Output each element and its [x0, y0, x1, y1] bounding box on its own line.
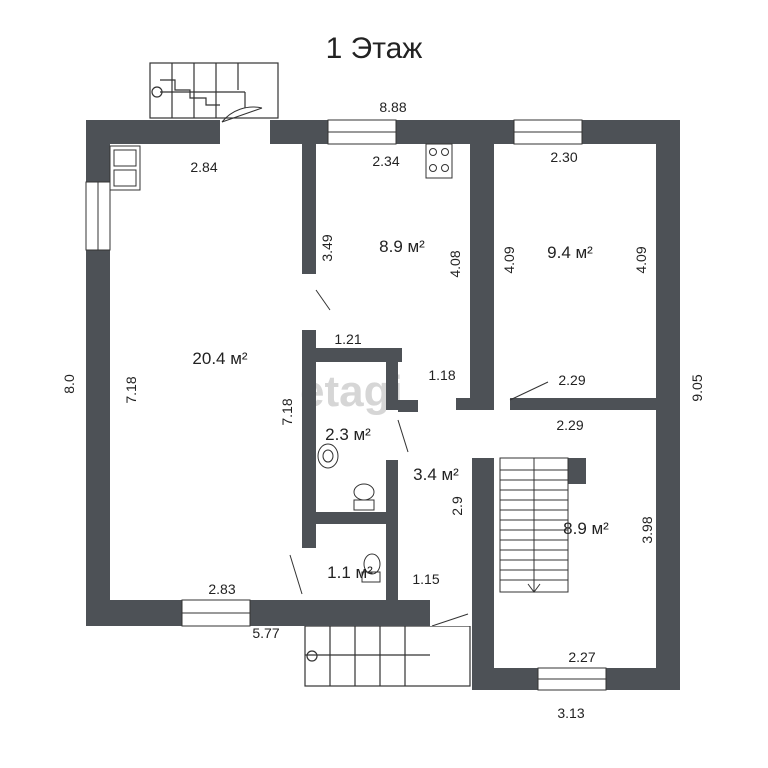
dim-living-side: 7.18 [123, 376, 139, 403]
interior-staircase [499, 457, 569, 593]
dim-kitchen-top: 2.34 [372, 153, 399, 169]
dim-stair-top: 2.29 [556, 417, 583, 433]
doors [220, 106, 549, 627]
stove-icon [425, 143, 453, 179]
washbasin-icon [317, 443, 339, 469]
dim-room2-top: 2.30 [550, 149, 577, 165]
dim-right-total: 9.05 [689, 374, 705, 401]
dim-hall-bottom: 1.15 [412, 571, 439, 587]
dim-stair-bottom: 2.27 [568, 649, 595, 665]
area-kitchen: 8.9 м² [379, 237, 425, 256]
area-living: 20.4 м² [192, 349, 247, 368]
dim-room2-right: 4.09 [633, 246, 649, 273]
dim-kitchen-bottom: 1.21 [334, 331, 361, 347]
dimension-labels: 8.88 8.0 9.05 5.77 3.13 2.84 7.18 7.18 2… [61, 99, 705, 721]
dim-top-total: 8.88 [379, 99, 406, 115]
dim-room2-left: 4.09 [501, 246, 517, 273]
entrance-stairs-top [149, 62, 279, 119]
dim-hall-top: 1.18 [428, 367, 455, 383]
area-wc: 1.1 м² [327, 563, 373, 582]
dim-kitchen-right: 4.08 [447, 250, 463, 277]
dim-left-total: 8.0 [61, 374, 77, 394]
dim-living-top: 2.84 [190, 159, 217, 175]
toilet-icon [353, 483, 375, 501]
sink-icon [109, 145, 141, 191]
room-areas: 20.4 м² 8.9 м² 9.4 м² 2.3 м² 1.1 м² 3.4 … [192, 237, 609, 582]
dim-living-bottom: 2.83 [208, 581, 235, 597]
area-stair-room: 8.9 м² [563, 519, 609, 538]
dim-kitchen-left: 3.49 [319, 234, 335, 261]
watermark-logo: etagi [300, 367, 403, 416]
fixtures [109, 143, 453, 583]
dim-bottom-right: 3.13 [557, 705, 584, 721]
dim-living-inner: 7.18 [279, 398, 295, 425]
dim-hall-side: 2.9 [449, 496, 465, 516]
entrance-stairs-bottom [304, 625, 471, 687]
dim-stair-right: 3.98 [639, 516, 655, 543]
floor-title: 1 Этаж [326, 32, 423, 65]
area-room2: 9.4 м² [547, 243, 593, 262]
windows [85, 119, 607, 691]
dim-bottom-left: 5.77 [252, 625, 279, 641]
area-hall: 3.4 м² [413, 465, 459, 484]
dim-room2-bottom: 2.29 [558, 372, 585, 388]
area-bath: 2.3 м² [325, 425, 371, 444]
toilet-icon [363, 553, 381, 575]
